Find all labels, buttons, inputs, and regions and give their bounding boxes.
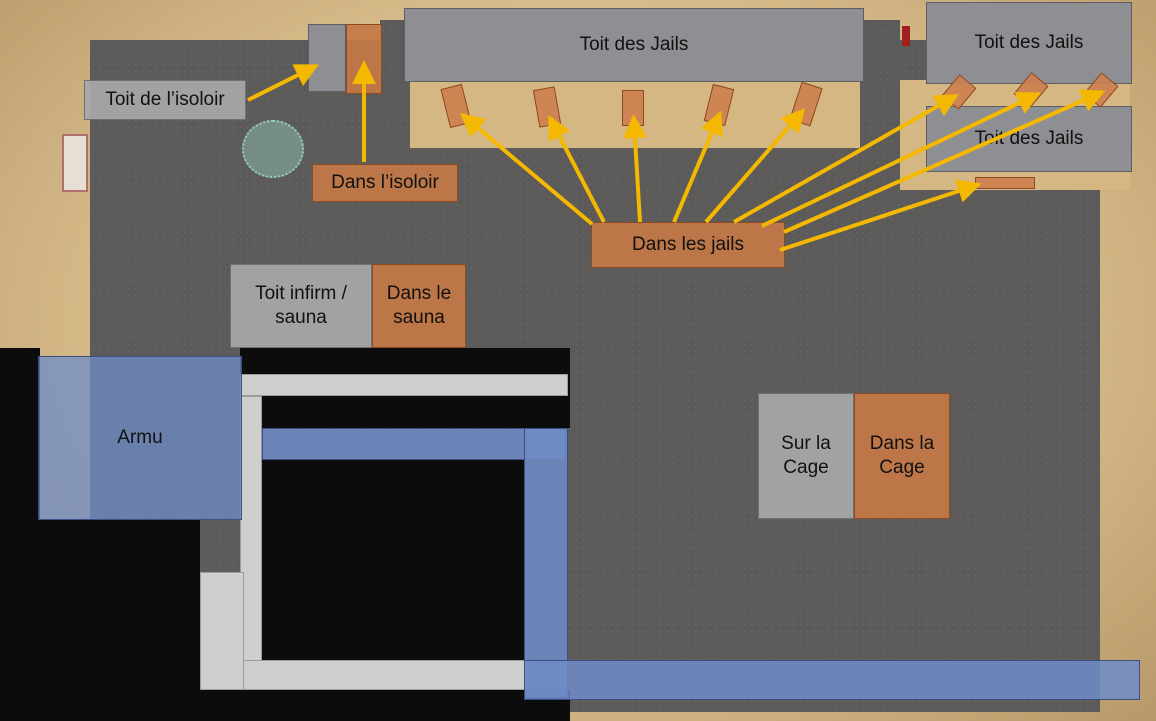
blue-corridor-bottom xyxy=(524,660,1140,700)
arrow-to-isoloir-roof xyxy=(247,64,320,102)
arrow-to-cell-6 xyxy=(733,94,959,224)
arrow-to-cell-8 xyxy=(783,89,1106,234)
red-marker xyxy=(902,26,910,46)
void-bottom-left xyxy=(0,520,200,721)
void-bottom xyxy=(200,690,570,721)
void-inner xyxy=(262,460,524,660)
jails-roof-right-top xyxy=(926,2,1132,84)
void-left-strip xyxy=(0,348,40,520)
arrow-to-cell-7 xyxy=(761,92,1042,228)
arrow-to-cell-3 xyxy=(622,114,647,223)
blue-corridor-vertical xyxy=(524,428,568,698)
corridor-left-lower xyxy=(200,572,244,690)
arrow-to-cell-9 xyxy=(779,179,982,252)
arrow-to-cell-1 xyxy=(459,112,594,226)
label-dans-sauna: Dans le sauna xyxy=(372,264,466,348)
label-toit-jails-right-bottom: Toit des Jails xyxy=(974,128,1084,150)
label-toit-jails-main: Toit des Jails xyxy=(579,34,689,56)
label-dans-isoloir: Dans l’isoloir xyxy=(312,164,458,202)
label-toit-isoloir: Toit de l’isoloir xyxy=(84,80,246,120)
label-toit-infirm: Toit infirm / sauna xyxy=(230,264,372,348)
arrow-to-cell-5 xyxy=(704,107,806,224)
blue-corridor-horizontal xyxy=(262,428,566,460)
fountain-icon xyxy=(242,120,304,178)
jails-roof-main xyxy=(404,8,864,82)
jails-roof-right-bottom xyxy=(926,106,1132,172)
corridor-bottom xyxy=(200,660,530,690)
label-toit-jails-right-top: Toit des Jails xyxy=(974,32,1084,54)
arrow-to-cell-2 xyxy=(548,114,606,223)
window-icon xyxy=(62,134,88,192)
label-dans-cage: Dans la Cage xyxy=(854,393,950,519)
label-dans-jails: Dans les jails xyxy=(591,222,785,268)
arrow-to-cell-4 xyxy=(672,110,723,223)
label-armu: Armu xyxy=(38,356,242,520)
label-sur-cage: Sur la Cage xyxy=(758,393,854,519)
